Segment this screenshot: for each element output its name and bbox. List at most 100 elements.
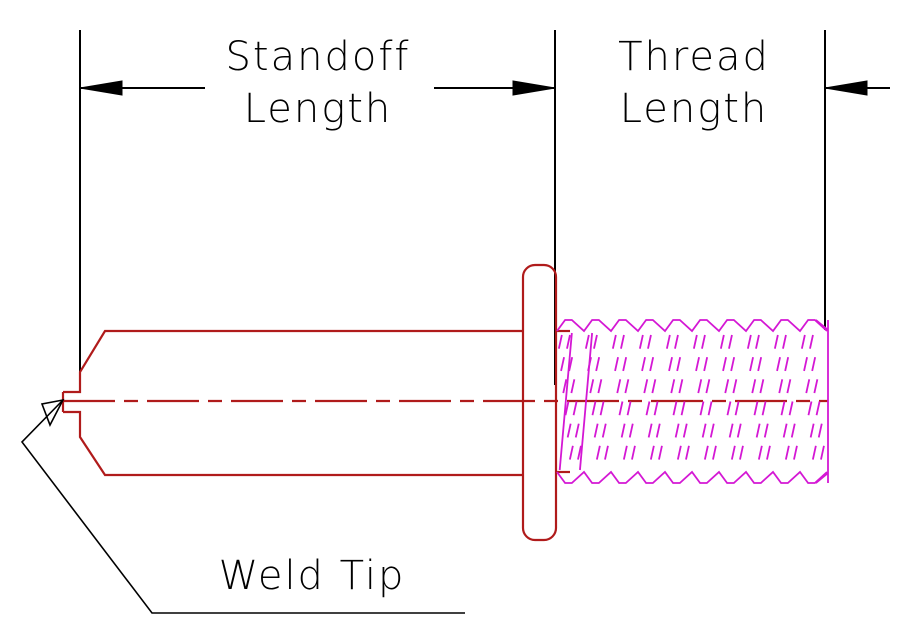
thread-hatch-tick <box>730 445 736 460</box>
thread-hatch-tick <box>672 401 678 416</box>
thread-hatch-tick <box>761 401 767 416</box>
thread-hatch-tick <box>622 445 628 460</box>
thread-hatch-tick <box>665 334 671 349</box>
thread-hatch-tick <box>755 334 760 349</box>
standoff-arrowhead-left-icon <box>79 80 123 96</box>
thread-hatch-tick <box>815 401 821 416</box>
thread-hatch-tick <box>782 423 788 438</box>
weld-stud-body <box>61 263 828 542</box>
thread-hatch-tick <box>739 445 744 460</box>
thread-hatch-tick <box>803 356 808 372</box>
thread-hatch-tick <box>697 379 703 394</box>
thread-hatch-tick <box>620 423 626 438</box>
thread-hatch-tick <box>773 334 779 349</box>
thread-hatch-tick <box>678 379 684 394</box>
thread-hatch-tick <box>728 423 734 438</box>
thread-hatch-tick <box>566 423 572 438</box>
thread-hatch-tick <box>645 401 651 416</box>
thread-hatch-tick <box>560 356 565 372</box>
thread-hatch-tick <box>572 401 578 416</box>
thread-helix-line <box>558 332 573 471</box>
thread-hatch-tick <box>734 401 740 416</box>
thread-hatch-tick <box>568 445 574 460</box>
thread-hatch-tick <box>647 334 652 349</box>
thread-hatch-tick <box>599 401 605 416</box>
thread-hatch-tick <box>628 423 634 438</box>
thread-hatch-tick <box>809 423 815 438</box>
thread-crest-line-bottom <box>556 470 828 484</box>
thread-hatch-tick <box>595 445 601 460</box>
thread-hatch-tick <box>566 334 571 349</box>
thread-hatch-tick <box>626 401 632 416</box>
thread-hatch-tick <box>680 401 686 416</box>
thread-hatch-tick <box>719 334 725 349</box>
thread-hatch-tick <box>618 401 624 416</box>
stud-lower-profile <box>63 410 523 477</box>
thread-hatch-tick <box>695 356 700 372</box>
thread-hatch-tick <box>778 379 784 394</box>
thread-hatch-tick <box>674 334 679 349</box>
thread-hatch-tick <box>763 423 769 438</box>
thread-hatch-tick <box>817 423 823 438</box>
thread-hatch-tick <box>811 445 817 460</box>
thread-chamfer-top <box>815 319 829 331</box>
stud-flange <box>521 263 558 542</box>
thread-hatch-tick <box>574 423 580 438</box>
weld-tip-label: Weld Tip <box>219 553 406 599</box>
thread-hatch-tick <box>593 334 598 349</box>
thread-hatch-tick <box>584 334 590 349</box>
stud-upper-profile <box>63 329 523 394</box>
thread-hatch-tick <box>807 401 813 416</box>
thread-hatch-tick <box>736 423 742 438</box>
thread-hatch-tick <box>712 445 717 460</box>
thread-hatch-tick <box>749 356 754 372</box>
thread-hatch-tick <box>651 379 657 394</box>
thread-hatch-tick <box>788 401 794 416</box>
standoff-label-line2: Length <box>244 86 393 132</box>
thread-hatch-tick <box>699 401 705 416</box>
thread-hatch-tick <box>601 423 607 438</box>
thread-hatch-tick <box>746 334 752 349</box>
thread-hatch-tick <box>782 334 787 349</box>
thread-hatch-tick <box>685 445 690 460</box>
thread-hatch-tick <box>732 379 738 394</box>
thread-representation <box>556 319 829 484</box>
thread-hatch-tick <box>676 356 682 372</box>
thread-hatch-tick <box>757 356 763 372</box>
standoff-label-line1: Standoff <box>226 34 411 80</box>
thread-hatch-tick <box>614 356 619 372</box>
thread-hatch-tick <box>692 334 698 349</box>
thread-hatch-tick <box>751 379 757 394</box>
thread-hatch-tick <box>813 379 819 394</box>
thread-hatch-tick <box>682 423 688 438</box>
thread-helix-line <box>579 332 593 471</box>
thread-hatch-tick <box>649 445 655 460</box>
thread-hatch-tick <box>611 334 617 349</box>
thread-hatch-tick <box>568 356 574 372</box>
thread-hatch-tick <box>577 445 582 460</box>
thread-hatch-tick <box>643 379 649 394</box>
thread-label-line2: Length <box>620 86 769 132</box>
thread-hatch-tick <box>638 334 644 349</box>
thread-hatch-tick <box>786 379 792 394</box>
thread-label-line1: Thread <box>618 34 770 80</box>
thread-hatch-tick <box>707 401 713 416</box>
thread-hatch-tick <box>753 401 759 416</box>
thread-hatch-tick <box>616 379 622 394</box>
thread-hatch-tick <box>701 334 706 349</box>
thread-hatch-tick <box>705 379 711 394</box>
thread-hatch-tick <box>668 356 673 372</box>
leader-weld-tip: Weld Tip <box>20 398 465 614</box>
thread-hatch-tick <box>570 379 576 394</box>
weld-tip-leader-line <box>20 399 465 614</box>
thread-hatch-tick <box>780 401 786 416</box>
thread-hatch-tick <box>562 379 568 394</box>
thread-hatch-tick <box>820 445 825 460</box>
thread-crest-line-top <box>556 319 828 333</box>
thread-hatch-tick <box>557 334 563 349</box>
thread-hatch-tick <box>674 423 680 438</box>
thread-hatch-tick <box>591 401 597 416</box>
thread-hatch-tick <box>811 356 817 372</box>
thread-hatch-tick <box>670 379 676 394</box>
